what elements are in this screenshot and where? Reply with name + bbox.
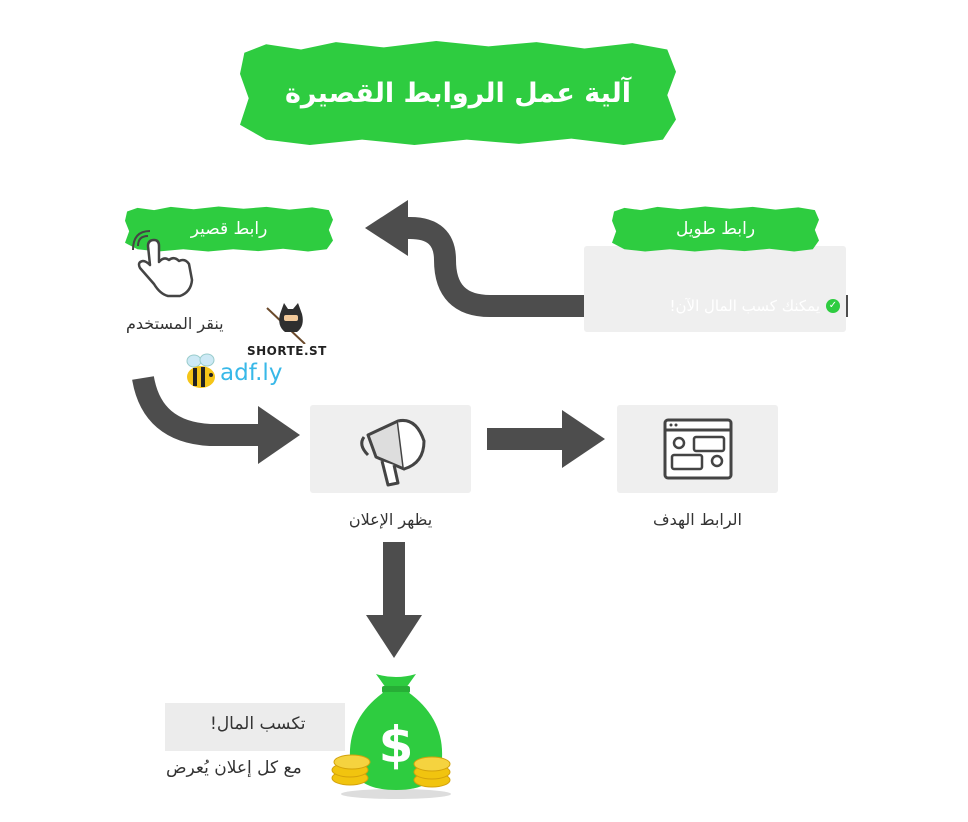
click-to-ad-arrow — [132, 375, 262, 446]
dollar-sign-icon: $ — [379, 716, 414, 774]
ad-appears-label: يظهر الإعلان — [348, 510, 433, 529]
adfly-logo-text: adf.ly — [220, 360, 283, 386]
hand-click-icon — [132, 230, 194, 298]
ad-to-money-arrowhead — [366, 615, 422, 658]
title-banner: آلية عمل الروابط القصيرة — [240, 41, 676, 145]
webpage-icon — [663, 418, 733, 480]
long-link-box — [584, 246, 846, 332]
short-link-label: رابط قصير — [190, 219, 268, 239]
earn-money-label: تكسب المال! — [210, 714, 306, 734]
shortest-logo-text: SHORTE.ST — [247, 344, 327, 358]
adfly-logo: adf.ly — [185, 352, 295, 396]
click-to-ad-arrowhead — [258, 406, 300, 464]
earn-now-strip: ✓ يمكنك كسب المال الآن! — [621, 295, 846, 317]
ad-to-target-arrowhead — [562, 410, 605, 468]
long-link-banner: رابط طويل — [612, 206, 819, 252]
ad-to-money-arrow — [383, 542, 405, 617]
target-link-label: الرابط الهدف — [653, 510, 742, 529]
earn-money-panel — [165, 703, 345, 751]
earn-now-text: يمكنك كسب المال الآن! — [669, 297, 820, 315]
page-title: آلية عمل الروابط القصيرة — [284, 77, 632, 109]
shortest-logo: SHORTE.ST — [247, 300, 339, 362]
target-box — [617, 405, 778, 493]
per-ad-label: مع كل إعلان يُعرض — [166, 758, 302, 778]
check-icon: ✓ — [826, 299, 840, 313]
ninja-icon — [266, 303, 306, 345]
ad-to-target-arrow — [487, 428, 563, 450]
long-to-short-arrow — [395, 217, 848, 317]
long-link-label: رابط طويل — [675, 219, 756, 239]
megaphone-icon — [360, 418, 426, 487]
bee-icon — [186, 353, 215, 388]
money-bag-icon: $ — [331, 674, 451, 799]
user-clicks-label: ينقر المستخدم — [126, 314, 224, 333]
ad-box — [310, 405, 471, 493]
long-to-short-arrowhead — [365, 200, 408, 256]
